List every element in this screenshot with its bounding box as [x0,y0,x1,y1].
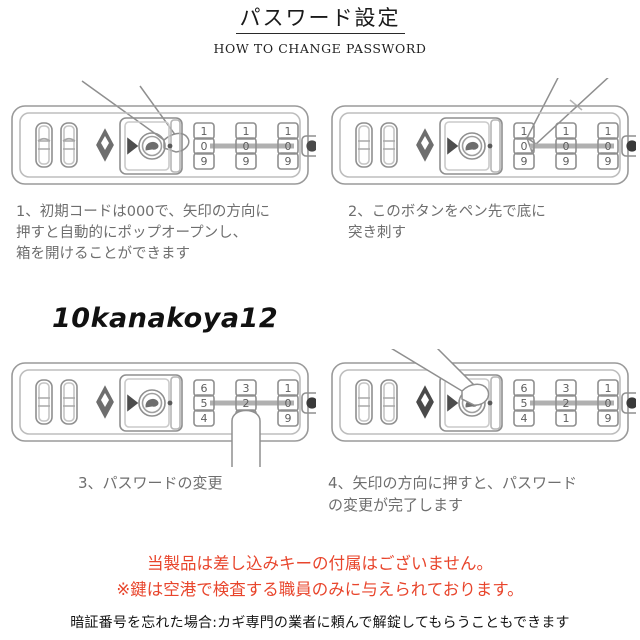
lock-slot-2 [380,379,398,425]
reset-button-1 [301,135,316,157]
dial-value: 9 [563,155,570,168]
lock-slot-1 [355,122,373,168]
dial-value: 0 [605,140,612,153]
dial-value: 1 [605,382,612,395]
reset-button-2 [621,135,636,157]
lock-diagram-2: 1 0 9 1 0 9 1 0 9 [324,78,636,196]
dial-value: 1 [285,382,292,395]
lock-slot-1 [35,379,53,425]
dial-value: 9 [605,155,612,168]
dial-value: 9 [285,155,292,168]
dial-value: 9 [201,155,208,168]
dial-value: 9 [285,412,292,425]
pen-icon-2 [525,78,609,154]
watermark-text: 10kanakoya12 [52,303,279,334]
dial-value: 2 [243,397,250,410]
dial-value: 1 [243,125,250,138]
diamond-indicator-icon-4 [416,385,434,419]
dial-value: 9 [243,155,250,168]
finger-icon-1 [81,80,190,153]
dial-value: 0 [285,397,292,410]
finger-icon-4 [391,349,490,406]
dial-value: 1 [285,125,292,138]
dial-value: 0 [605,397,612,410]
dial-value: 5 [201,397,208,410]
lock-diagram-3: 6 5 4 3 2 1 0 9 [4,349,316,468]
lock-diagram-1: 1 0 9 1 0 9 1 0 9 [4,78,316,196]
dial-value: 1 [563,412,570,425]
reset-button-4 [621,392,636,414]
dial-value: 1 [201,125,208,138]
dial-value: 5 [521,397,528,410]
dial-value: 1 [605,125,612,138]
step-2: 1 0 9 1 0 9 1 0 9 2、このボタンをペン先で底に 突き刺す [320,78,640,265]
steps-row-bottom: 6 5 4 3 2 1 0 9 3、パスワードの変更 [0,349,640,517]
page-subtitle-english: HOW TO CHANGE PASSWORD [213,41,427,57]
dial-value: 0 [201,140,208,153]
dial-group-1 [193,122,299,170]
dial-value: 9 [605,412,612,425]
steps-container: 1 0 9 1 0 9 1 0 9 1、初期コードは000で、矢印の方向に 押す… [0,78,640,517]
dial-value: 4 [201,412,208,425]
lock-diagram-4: 6 5 4 3 2 1 1 0 9 [324,349,636,467]
dial-value: 9 [521,155,528,168]
dial-column-2 [235,122,257,170]
arrow-right-icon-1 [127,137,139,155]
step-2-caption: 2、このボタンをペン先で底に 突き刺す [348,204,546,242]
dial-group-2 [513,122,619,170]
dial-value: 0 [563,140,570,153]
dial-value: 0 [285,140,292,153]
step-4-caption: 4、矢印の方向に押すと、パスワード の変更が完了します [328,474,577,514]
keyhole-module-3 [119,374,183,432]
diamond-indicator-icon-1 [96,128,114,162]
diamond-indicator-icon-2 [416,128,434,162]
page-header: パスワード設定 HOW TO CHANGE PASSWORD [0,0,640,56]
dial-group-4 [513,379,619,427]
dial-value: 6 [201,382,208,395]
keyhole-module-2 [439,117,503,175]
dial-value: 1 [563,125,570,138]
lock-slot-1 [355,379,373,425]
lock-slot-2 [60,122,78,168]
arrow-right-icon-2 [447,137,459,155]
dial-column-3 [277,122,299,170]
step-3: 6 5 4 3 2 1 0 9 3、パスワードの変更 [0,349,320,517]
dial-value: 3 [243,382,250,395]
footer-note-black: 暗証番号を忘れた場合:カギ専門の業者に頼んで解錠してもらうこともできます [70,615,570,631]
warning-note-red: 当製品は差し込みキーの付属はございません。 ※鍵は空港で検査する職員のみに与えら… [116,554,524,599]
lock-slot-2 [380,122,398,168]
dial-value: 0 [243,140,250,153]
steps-row-top: 1 0 9 1 0 9 1 0 9 1、初期コードは000で、矢印の方向に 押す… [0,78,640,265]
step-1: 1 0 9 1 0 9 1 0 9 1、初期コードは000で、矢印の方向に 押す… [0,78,320,265]
step-3-caption: 3、パスワードの変更 [78,474,223,493]
dial-value: 0 [521,140,528,153]
arrow-right-icon-4 [447,394,459,412]
step-4: 6 5 4 3 2 1 1 0 9 [320,349,640,517]
arrow-right-icon-3 [127,394,139,412]
dial-value: 3 [563,382,570,395]
reset-button-3 [301,392,316,414]
step-1-caption: 1、初期コードは000で、矢印の方向に 押すと自動的にポップオープンし、 箱を開… [16,204,270,263]
keyhole-module-1 [119,117,183,175]
diamond-indicator-icon-3 [96,385,114,419]
lock-slot-1 [35,122,53,168]
dial-value: 1 [521,125,528,138]
finger-icon-3 [231,409,261,468]
lock-slot-2 [60,379,78,425]
dial-column-1 [193,122,215,170]
page-title-japanese: パスワード設定 [235,6,405,35]
dial-value: 4 [521,412,528,425]
dial-value: 2 [563,397,570,410]
dial-value: 6 [521,382,528,395]
